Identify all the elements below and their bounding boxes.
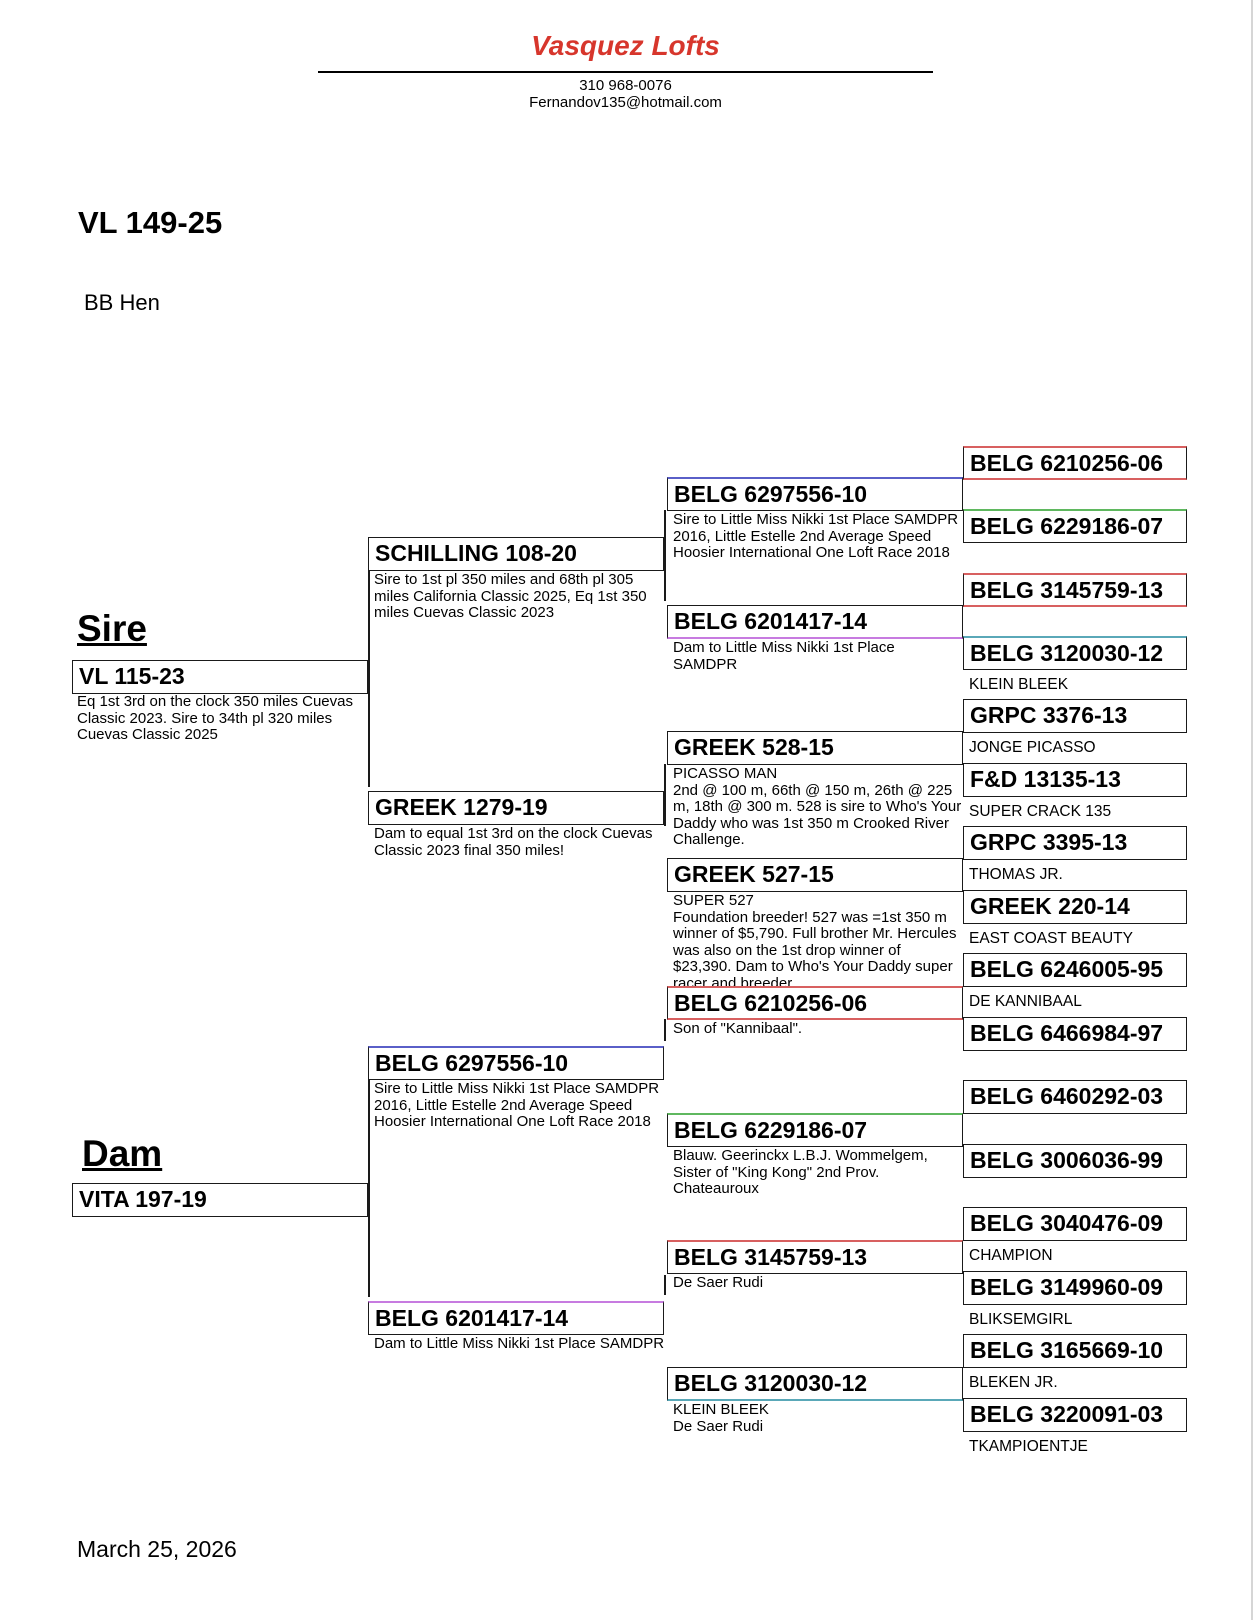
connector-sire [368,553,370,787]
gen4-sub-13: CHAMPION [969,1247,1053,1264]
gen4-sub-16: TKAMPIOENTJE [969,1438,1088,1455]
gen4-box-12: BELG 3006036-99 [963,1144,1187,1178]
dsd-note: Blauw. Geerinckx L.B.J. Wommelgem, Siste… [673,1148,928,1197]
sire-note: Eq 1st 3rd on the clock 350 miles Cuevas… [77,694,353,743]
sire-label: Sire [77,608,147,649]
dd-note: Dam to Little Miss Nikki 1st Place SAMDP… [374,1336,665,1352]
connector-sd [664,764,666,826]
dds-ring-box: BELG 3145759-13 [667,1240,963,1274]
page-edge [1251,0,1253,1620]
gen4-sub-4: KLEIN BLEEK [969,676,1069,693]
gen4-sub-5: JONGE PICASSO [969,739,1096,756]
gen4-sub-9: DE KANNIBAAL [969,993,1082,1010]
connector-ss [664,510,666,601]
gen4-box-2: BELG 6229186-07 [963,509,1187,543]
ds-ring-box: BELG 6297556-10 [368,1046,664,1080]
bird-ring: VL 149-25 [78,205,223,240]
gen4-box-3: BELG 3145759-13 [963,573,1187,607]
dsd-ring-box: BELG 6229186-07 [667,1113,963,1147]
ss-ring-box: SCHILLING 108-20 [368,537,664,571]
sire-ring-box: VL 115-23 [72,660,368,694]
gen4-box-6: F&D 13135-13 [963,763,1187,797]
dds-note: De Saer Rudi [673,1275,764,1291]
dd-ring-box: BELG 6201417-14 [368,1301,664,1335]
loft-title: Vasquez Lofts [531,30,720,61]
gen4-sub-14: BLIKSEMGIRL [969,1311,1073,1328]
sss-ring-box: BELG 6297556-10 [667,477,963,511]
gen4-box-11: BELG 6460292-03 [963,1080,1187,1114]
sdd-ring-box: GREEK 527-15 [667,858,963,892]
gen4-box-7: GRPC 3395-13 [963,826,1187,860]
dss-ring-box: BELG 6210256-06 [667,986,963,1020]
ds-note: Sire to Little Miss Nikki 1st Place SAMD… [374,1081,660,1130]
dam-ring-box: VITA 197-19 [72,1183,368,1217]
gen4-box-15: BELG 3165669-10 [963,1334,1187,1368]
gen4-box-16: BELG 3220091-03 [963,1398,1187,1432]
sds-ring-box: GREEK 528-15 [667,731,963,765]
ddd-note: KLEIN BLEEK De Saer Rudi [673,1402,769,1435]
sss-note: Sire to Little Miss Nikki 1st Place SAMD… [673,512,959,561]
dss-note: Son of "Kannibaal". [673,1021,803,1037]
gen4-box-8: GREEK 220-14 [963,890,1187,924]
sds-note: PICASSO MAN 2nd @ 100 m, 66th @ 150 m, 2… [673,766,962,848]
dam-label: Dam [82,1133,163,1174]
connector-dam [368,1053,370,1297]
ssd-note: Dam to Little Miss Nikki 1st Place SAMDP… [673,640,895,673]
ssd-ring-box: BELG 6201417-14 [667,605,963,639]
sdd-note: SUPER 527 Foundation breeder! 527 was =1… [673,893,957,986]
gen4-sub-6: SUPER CRACK 135 [969,803,1112,820]
gen4-box-10: BELG 6466984-97 [963,1017,1187,1051]
pedigree-date: March 25, 2026 [77,1536,237,1562]
gen4-box-9: BELG 6246005-95 [963,953,1187,987]
gen4-box-13: BELG 3040476-09 [963,1207,1187,1241]
gen4-box-4: BELG 3120030-12 [963,636,1187,670]
gen4-sub-7: THOMAS JR. [969,866,1063,883]
gen4-sub-15: BLEKEN JR. [969,1374,1058,1391]
ddd-ring-box: BELG 3120030-12 [667,1367,963,1401]
ss-note: Sire to 1st pl 350 miles and 68th pl 305… [374,572,647,621]
loft-phone: 310 968-0076 [579,77,672,94]
gen4-box-5: GRPC 3376-13 [963,699,1187,733]
connector-ds [664,1019,666,1041]
connector-dd [664,1275,666,1295]
gen4-box-1: BELG 6210256-06 [963,446,1187,480]
loft-email: Fernandov135@hotmail.com [529,94,722,111]
header-rule [318,71,933,73]
gen4-box-14: BELG 3149960-09 [963,1271,1187,1305]
gen4-sub-8: EAST COAST BEAUTY [969,930,1133,947]
bird-color: BB Hen [84,290,160,315]
sd-note: Dam to equal 1st 3rd on the clock Cuevas… [374,826,653,859]
sd-ring-box: GREEK 1279-19 [368,791,664,825]
